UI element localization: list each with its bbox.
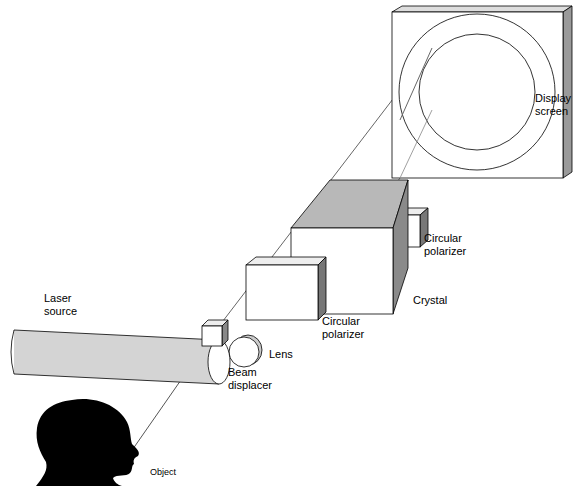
part-label: Display screen xyxy=(535,92,573,118)
part-label: Beam displacer xyxy=(228,366,283,392)
part-label: Laser source xyxy=(44,292,94,318)
laser-source xyxy=(11,330,230,384)
display-screen xyxy=(392,6,572,178)
part-label: Lens xyxy=(269,348,309,361)
part-label: Object xyxy=(150,466,200,479)
object-silhouette xyxy=(36,399,139,486)
part-label: Crystal xyxy=(413,294,473,307)
beam-displacer xyxy=(202,320,228,346)
circular-polarizer-box xyxy=(246,257,326,320)
part-label: Circular polarizer xyxy=(424,232,494,258)
part-label: Circular polarizer xyxy=(322,315,392,341)
lens xyxy=(229,335,262,367)
